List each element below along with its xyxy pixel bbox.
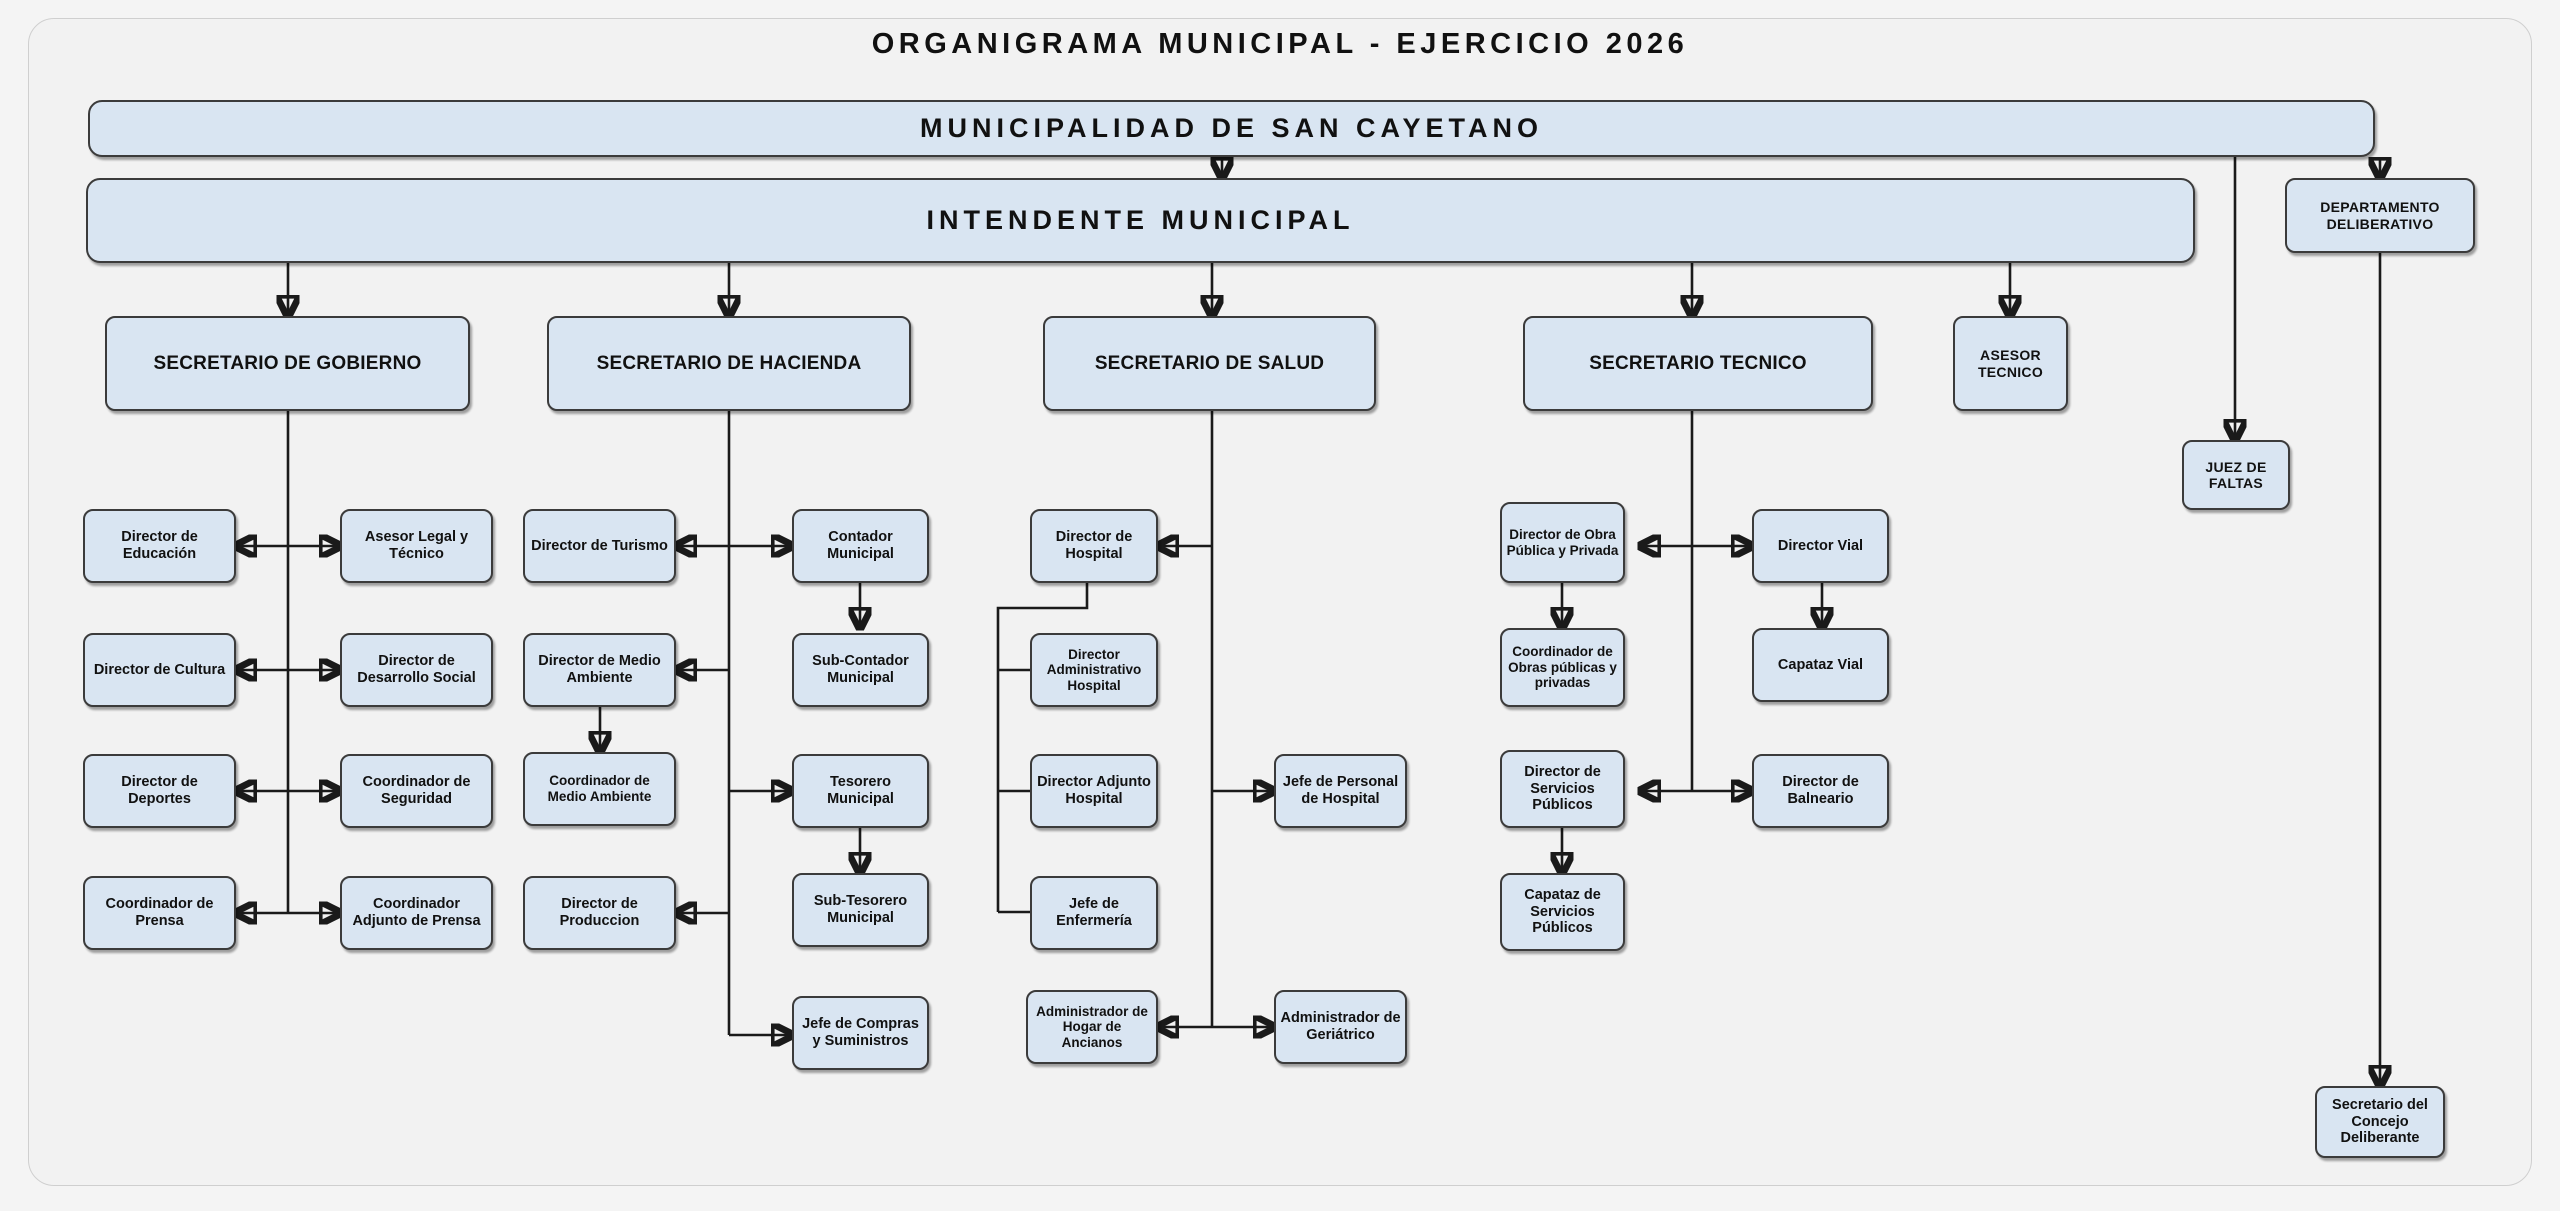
node-jefe-compras-suministros[interactable]: Jefe de Compras y Suministros <box>792 996 929 1070</box>
node-director-medio-ambiente[interactable]: Director de Medio Ambiente <box>523 633 676 707</box>
node-intendente-label: INTENDENTE MUNICIPAL <box>926 204 1355 235</box>
node-jefe-personal-hospital-label: Jefe de Personal de Hospital <box>1282 774 1399 807</box>
node-contador-municipal[interactable]: Contador Municipal <box>792 509 929 583</box>
node-secretario-concejo-deliberante-label: Secretario del Concejo Deliberante <box>2332 1096 2428 1147</box>
node-secretario-concejo-deliberante[interactable]: Secretario del Concejo Deliberante <box>2315 1086 2445 1158</box>
node-capataz-vial[interactable]: Capataz Vial <box>1752 628 1889 702</box>
node-jefe-personal-hospital[interactable]: Jefe de Personal de Hospital <box>1274 754 1407 828</box>
node-director-educacion[interactable]: Director de Educación <box>83 509 236 583</box>
node-tesorero-municipal[interactable]: Tesorero Municipal <box>792 754 929 828</box>
node-administrador-hogar-ancianos-label: Administrador de Hogar de Ancianos <box>1036 1003 1148 1050</box>
node-secretario-salud[interactable]: SECRETARIO DE SALUD <box>1043 316 1376 411</box>
node-municipalidad-label: MUNICIPALIDAD DE SAN CAYETANO <box>919 112 1544 143</box>
node-director-desarrollo-social-label: Director de Desarrollo Social <box>357 653 476 686</box>
node-coordinador-medio-ambiente[interactable]: Coordinador de Medio Ambiente <box>523 752 676 826</box>
node-coordinador-seguridad-label: Coordinador de Seguridad <box>362 774 471 807</box>
node-secretario-salud-label: SECRETARIO DE SALUD <box>1094 352 1325 374</box>
node-coordinador-adjunto-prensa[interactable]: Coordinador Adjunto de Prensa <box>340 876 493 950</box>
node-director-turismo[interactable]: Director de Turismo <box>523 509 676 583</box>
node-director-vial-label: Director Vial <box>1777 537 1864 554</box>
node-director-adjunto-hospital[interactable]: Director Adjunto Hospital <box>1030 754 1158 828</box>
node-director-deportes[interactable]: Director de Deportes <box>83 754 236 828</box>
node-sub-contador-municipal-label: Sub-Contador Municipal <box>812 653 909 686</box>
node-contador-municipal-label: Contador Municipal <box>827 529 894 562</box>
node-director-obra-publica-privada[interactable]: Director de Obra Pública y Privada <box>1500 502 1625 583</box>
node-asesor-tecnico-label: ASESOR TECNICO <box>1977 347 2044 380</box>
node-director-hospital-label: Director de Hospital <box>1055 529 1133 562</box>
node-asesor-legal-tecnico[interactable]: Asesor Legal y Técnico <box>340 509 493 583</box>
node-director-balneario-label: Director de Balneario <box>1782 774 1859 807</box>
node-director-medio-ambiente-label: Director de Medio Ambiente <box>538 653 661 686</box>
node-secretario-tecnico-label: SECRETARIO TECNICO <box>1589 352 1807 374</box>
node-secretario-hacienda[interactable]: SECRETARIO DE HACIENDA <box>547 316 911 411</box>
node-director-hospital[interactable]: Director de Hospital <box>1030 509 1158 583</box>
node-secretario-tecnico[interactable]: SECRETARIO TECNICO <box>1523 316 1873 411</box>
node-jefe-enfermeria-label: Jefe de Enfermería <box>1056 896 1132 929</box>
node-coordinador-adjunto-prensa-label: Coordinador Adjunto de Prensa <box>352 896 481 929</box>
node-director-desarrollo-social[interactable]: Director de Desarrollo Social <box>340 633 493 707</box>
node-sub-tesorero-municipal-label: Sub-Tesorero Municipal <box>813 893 908 926</box>
node-director-obra-publica-privada-label: Director de Obra Pública y Privada <box>1506 526 1619 558</box>
node-director-produccion[interactable]: Director de Produccion <box>523 876 676 950</box>
node-secretario-hacienda-label: SECRETARIO DE HACIENDA <box>596 352 862 374</box>
node-jefe-enfermeria[interactable]: Jefe de Enfermería <box>1030 876 1158 950</box>
node-jefe-compras-suministros-label: Jefe de Compras y Suministros <box>802 1016 919 1049</box>
node-director-cultura[interactable]: Director de Cultura <box>83 633 236 707</box>
node-juez-de-faltas[interactable]: JUEZ DE FALTAS <box>2182 440 2290 510</box>
node-administrador-geriatrico[interactable]: Administrador de Geriátrico <box>1274 990 1407 1064</box>
node-director-administrativo-hospital[interactable]: Director Administrativo Hospital <box>1030 633 1158 707</box>
node-municipalidad[interactable]: MUNICIPALIDAD DE SAN CAYETANO <box>88 100 2375 157</box>
node-coordinador-seguridad[interactable]: Coordinador de Seguridad <box>340 754 493 828</box>
node-asesor-tecnico[interactable]: ASESOR TECNICO <box>1953 316 2068 411</box>
node-coordinador-obras-publicas-privadas[interactable]: Coordinador de Obras públicas y privadas <box>1500 628 1625 707</box>
node-juez-de-faltas-label: JUEZ DE FALTAS <box>2205 458 2267 491</box>
node-intendente[interactable]: INTENDENTE MUNICIPAL <box>86 178 2195 263</box>
node-administrador-hogar-ancianos[interactable]: Administrador de Hogar de Ancianos <box>1026 990 1158 1064</box>
node-sub-tesorero-municipal[interactable]: Sub-Tesorero Municipal <box>792 873 929 947</box>
node-capataz-servicios-publicos[interactable]: Capataz de Servicios Públicos <box>1500 873 1625 951</box>
node-director-educacion-label: Director de Educación <box>121 529 198 562</box>
node-director-balneario[interactable]: Director de Balneario <box>1752 754 1889 828</box>
node-coordinador-medio-ambiente-label: Coordinador de Medio Ambiente <box>547 773 652 804</box>
node-director-administrativo-hospital-label: Director Administrativo Hospital <box>1046 646 1142 693</box>
node-coordinador-prensa-label: Coordinador de Prensa <box>105 896 214 929</box>
node-director-vial[interactable]: Director Vial <box>1752 509 1889 583</box>
node-coordinador-prensa[interactable]: Coordinador de Prensa <box>83 876 236 950</box>
node-director-turismo-label: Director de Turismo <box>531 537 668 554</box>
node-director-produccion-label: Director de Produccion <box>559 896 640 929</box>
node-director-adjunto-hospital-label: Director Adjunto Hospital <box>1037 774 1151 807</box>
node-director-servicios-publicos[interactable]: Director de Servicios Públicos <box>1500 750 1625 828</box>
node-administrador-geriatrico-label: Administrador de Geriátrico <box>1280 1010 1401 1043</box>
node-sub-contador-municipal[interactable]: Sub-Contador Municipal <box>792 633 929 707</box>
node-departamento-deliberativo[interactable]: DEPARTAMENTO DELIBERATIVO <box>2285 178 2475 253</box>
node-capataz-servicios-publicos-label: Capataz de Servicios Públicos <box>1524 886 1601 937</box>
page-title: ORGANIGRAMA MUNICIPAL - EJERCICIO 2026 <box>871 28 1689 60</box>
node-capataz-vial-label: Capataz Vial <box>1777 656 1864 673</box>
node-asesor-legal-tecnico-label: Asesor Legal y Técnico <box>364 529 469 562</box>
node-director-servicios-publicos-label: Director de Servicios Públicos <box>1524 763 1601 814</box>
node-coordinador-obras-publicas-privadas-label: Coordinador de Obras públicas y privadas <box>1508 644 1617 691</box>
node-tesorero-municipal-label: Tesorero Municipal <box>827 774 894 807</box>
node-director-deportes-label: Director de Deportes <box>121 774 198 807</box>
node-secretario-gobierno-label: SECRETARIO DE GOBIERNO <box>153 352 422 374</box>
node-departamento-deliberativo-label: DEPARTAMENTO DELIBERATIVO <box>2320 199 2440 232</box>
node-director-cultura-label: Director de Cultura <box>93 661 226 678</box>
node-secretario-gobierno[interactable]: SECRETARIO DE GOBIERNO <box>105 316 470 411</box>
